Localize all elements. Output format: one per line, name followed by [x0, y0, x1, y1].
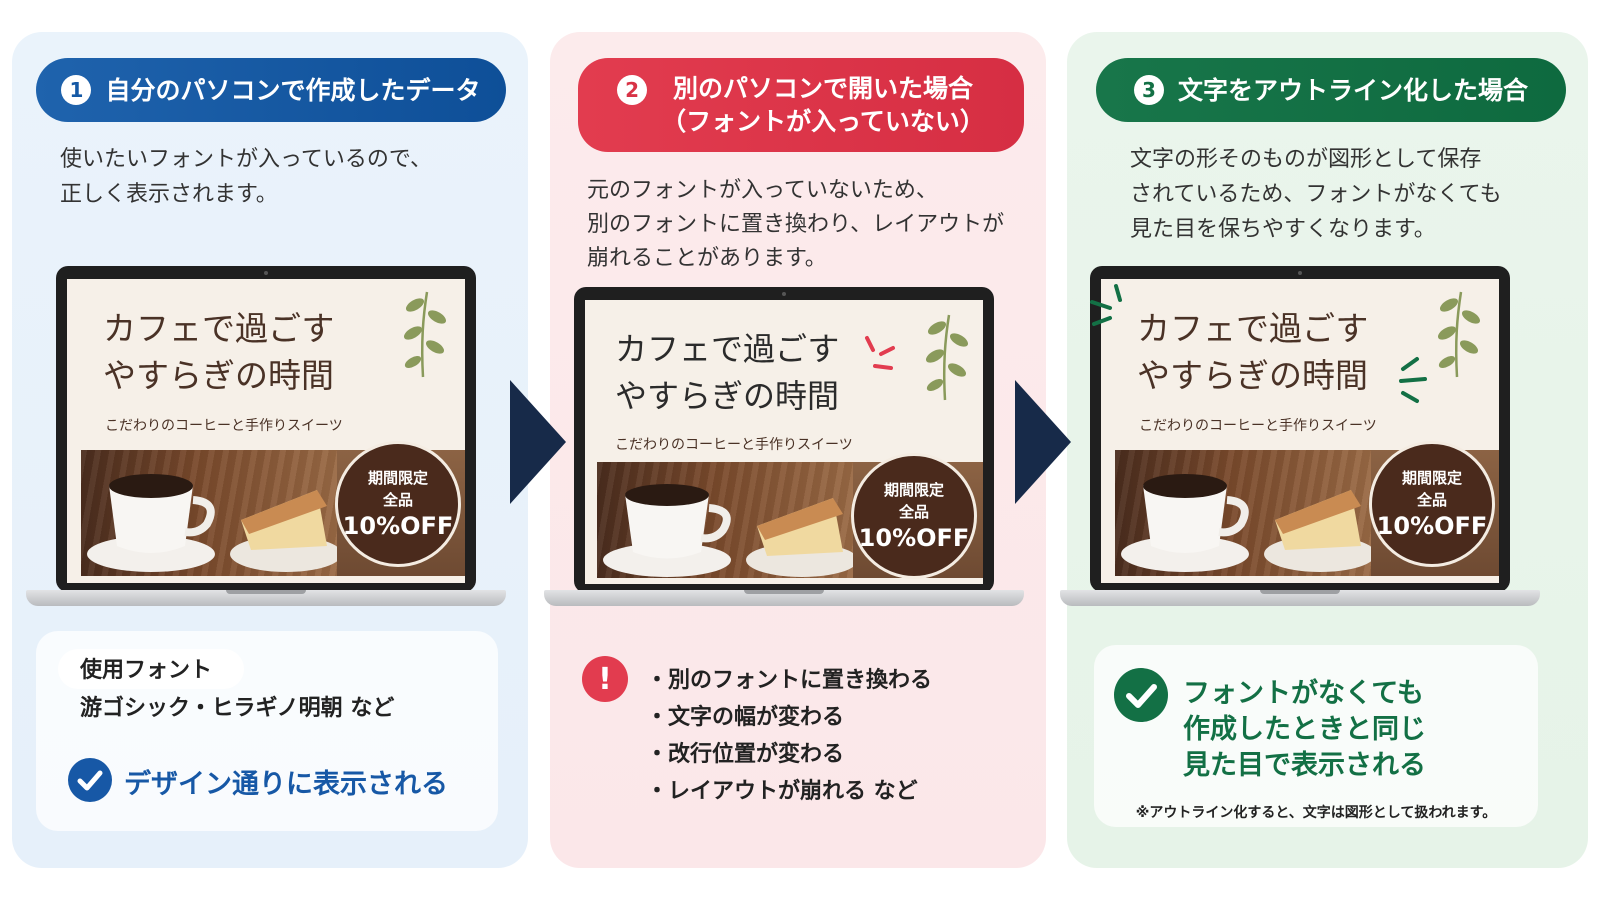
- step-3-description: 文字の形そのものが図形として保存 されているため、フォントがなくても 見た目を保…: [1130, 142, 1550, 247]
- laptop-2-camera: [782, 292, 786, 296]
- laptop-2-notch: [744, 590, 824, 594]
- step-2-desc-line3: 崩れることがあります。: [587, 246, 827, 271]
- laptop-2: カフェで過ごす やすらぎの時間 こだわりのコーヒーと手作りスイーツ: [544, 287, 1024, 631]
- step-2-title-pill: 2 別のパソコンで開いた場合 （フォントが入っていない）: [578, 58, 1024, 152]
- laptop-3-tagline: こだわりのコーヒーと手作りスイーツ: [1139, 418, 1377, 434]
- discount-badge: 期間限定 全品 10%OFF: [1369, 441, 1495, 567]
- laptop-2-screen: カフェで過ごす やすらぎの時間 こだわりのコーヒーと手作りスイーツ: [585, 300, 983, 584]
- step-2-title-line1: 別のパソコンで開いた場合: [672, 74, 973, 103]
- laptop-1-tagline: こだわりのコーヒーと手作りスイーツ: [105, 418, 343, 434]
- step-1-desc-line2: 正しく表示されます。: [60, 182, 278, 207]
- coffee-cake-photo: [597, 462, 853, 578]
- laptop-2-base: [544, 590, 1024, 606]
- discount-badge: 期間限定 全品 10%OFF: [335, 441, 461, 567]
- outlined-result-text: フォントがなくても 作成したときと同じ 見た目で表示される: [1183, 678, 1426, 781]
- step-1-description: 使いたいフォントが入っているので、 正しく表示されます。: [60, 142, 500, 212]
- laptop-3-headline: カフェで過ごす やすらぎの時間: [1137, 309, 1369, 395]
- step-3-desc-line2: されているため、フォントがなくても: [1130, 182, 1502, 207]
- step-3-title-pill: 3 文字をアウトライン化した場合: [1096, 58, 1566, 122]
- step-2-title-line2: （フォントが入っていない）: [661, 107, 985, 136]
- discount-badge: 期間限定 全品 10%OFF: [851, 453, 977, 579]
- sparkle-right-icon: [1399, 357, 1427, 403]
- leaf-sprig-icon: [403, 291, 447, 378]
- step-2-number: 2: [617, 75, 648, 105]
- issue-item: 改行位置が変わる: [646, 736, 932, 773]
- issue-item: 別のフォントに置き換わる: [646, 662, 932, 699]
- laptop-1-screen: カフェで過ごす やすらぎの時間 こだわりのコーヒーと手作りスイーツ: [67, 279, 465, 583]
- laptop-1-notch: [226, 590, 306, 594]
- step-3-title: 文字をアウトライン化した場合: [1177, 75, 1528, 105]
- laptop-1-base: [26, 590, 506, 606]
- laptop-1: カフェで過ごす やすらぎの時間 こだわりのコーヒーと手作りスイーツ: [26, 266, 506, 610]
- step-3-desc-line1: 文字の形そのものが図形として保存: [1130, 147, 1482, 172]
- step-1-title: 自分のパソコンで作成したデータ: [105, 75, 481, 105]
- coffee-cake-photo: [81, 450, 337, 576]
- flow-arrow-1: [510, 380, 566, 504]
- outline-note: ※アウトライン化すると、文字は図形として扱われます。: [1135, 805, 1497, 821]
- laptop-2-tagline: こだわりのコーヒーと手作りスイーツ: [615, 437, 853, 453]
- step-2-description: 元のフォントが入っていないため、 別のフォントに置き換わり、レイアウトが 崩れる…: [587, 174, 1027, 276]
- leaf-sprig-icon: [1437, 291, 1481, 378]
- font-label: 使用フォント: [80, 658, 213, 683]
- own-pc-result-text: デザイン通りに表示される: [124, 769, 448, 800]
- coffee-cup-icon: [1121, 474, 1371, 572]
- coffee-cup-icon: [603, 484, 853, 577]
- coffee-cake-photo: [1115, 450, 1371, 576]
- flow-arrow-2: [1015, 380, 1071, 504]
- font-label-chip: [58, 649, 244, 689]
- check-circle-icon: [68, 758, 112, 802]
- leaf-sprig-icon: [925, 314, 969, 401]
- step-3-desc-line3: 見た目を保ちやすくなります。: [1130, 217, 1436, 242]
- issue-item: 文字の幅が変わる: [646, 699, 932, 736]
- laptop-3-base: [1060, 590, 1540, 606]
- laptop-3-notch: [1260, 590, 1340, 594]
- laptop-3-camera: [1298, 271, 1302, 275]
- step-2-desc-line2: 別のフォントに置き換わり、レイアウトが: [587, 212, 1005, 237]
- issue-item: レイアウトが崩れる など: [646, 773, 932, 810]
- laptop-3: カフェで過ごす やすらぎの時間 こだわりのコーヒーと手作りスイーツ: [1060, 266, 1540, 610]
- issue-list: 別のフォントに置き換わる 文字の幅が変わる 改行位置が変わる レイアウトが崩れる…: [646, 662, 932, 810]
- font-value: 游ゴシック・ヒラギノ明朝 など: [80, 696, 395, 721]
- step-1-number: 1: [61, 75, 92, 105]
- step-3-number: 3: [1133, 75, 1164, 105]
- step-1-title-pill: 1 自分のパソコンで作成したデータ: [36, 58, 506, 122]
- outlined-result-box: [1094, 645, 1538, 827]
- laptop-2-headline: カフェで過ごす やすらぎの時間: [615, 330, 840, 415]
- sparkle-left-icon: [1090, 284, 1122, 326]
- alert-spark-icon: [865, 336, 895, 370]
- laptop-3-screen: カフェで過ごす やすらぎの時間 こだわりのコーヒーと手作りスイーツ: [1101, 279, 1499, 583]
- coffee-cup-icon: [87, 474, 337, 572]
- step-2-desc-line1: 元のフォントが入っていないため、: [587, 178, 938, 203]
- laptop-1-camera: [264, 271, 268, 275]
- check-circle-icon: [1114, 668, 1168, 722]
- warning-icon: !: [582, 656, 628, 702]
- laptop-1-headline: カフェで過ごす やすらぎの時間: [103, 309, 335, 395]
- step-1-desc-line1: 使いたいフォントが入っているので、: [60, 147, 433, 172]
